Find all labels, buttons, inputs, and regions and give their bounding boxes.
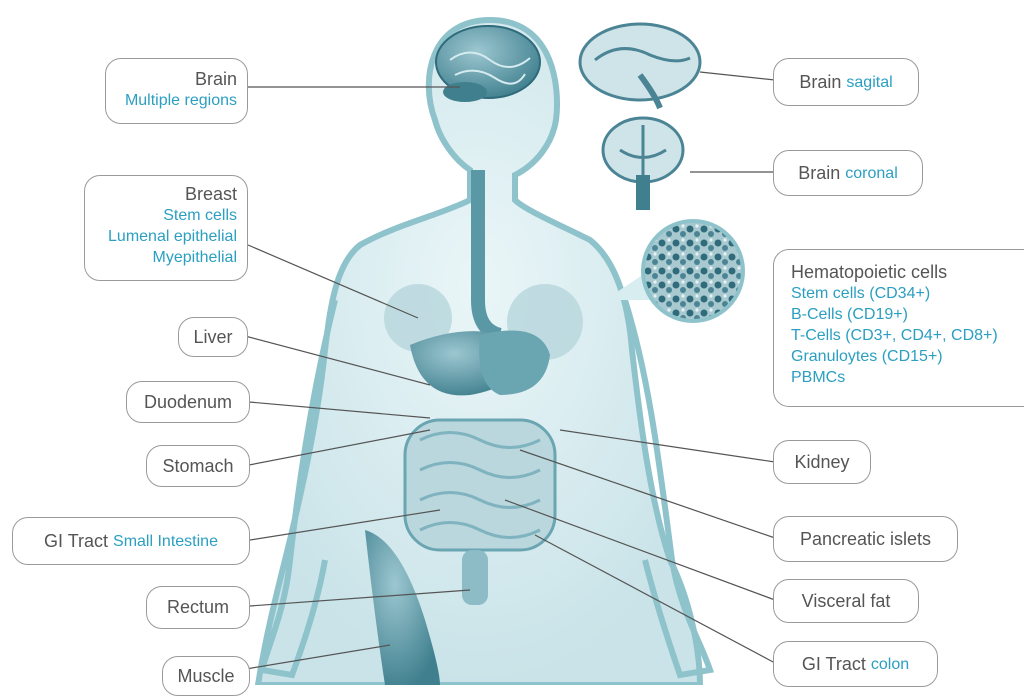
label-breast: Breast Stem cells Lumenal epithelial Mye… [84,175,248,281]
label-stomach-text: Stomach [162,456,233,477]
label-rectum-text: Rectum [167,597,229,618]
label-hematopoietic-item: PBMCs [791,367,1024,388]
label-breast-item: Myepithelial [85,247,237,268]
label-hematopoietic-item: Stem cells (CD34+) [791,283,1024,304]
label-brain-sub: Multiple regions [106,90,237,111]
label-gi-small-title: GI Tract [44,531,108,552]
label-pancreatic-islets: Pancreatic islets [773,516,958,562]
label-hematopoietic-item: T-Cells (CD3+, CD4+, CD8+) [791,325,1024,346]
label-gi-colon-sub: colon [871,654,909,675]
label-brain-sagital-sub: sagital [846,72,892,93]
label-hematopoietic-item: B-Cells (CD19+) [791,304,1024,325]
label-brain-coronal-title: Brain [798,163,840,184]
label-breast-title: Breast [85,184,237,205]
label-stomach: Stomach [146,445,250,487]
label-kidney: Kidney [773,440,871,484]
label-gi-colon-title: GI Tract [802,654,866,675]
label-breast-item: Lumenal epithelial [85,226,237,247]
label-liver-text: Liver [193,327,232,348]
label-rectum: Rectum [146,586,250,629]
label-gi-small-intestine: GI Tract Small Intestine [12,517,250,565]
label-visceral-text: Visceral fat [802,591,891,612]
brain-sagital-image [580,24,700,108]
label-duodenum: Duodenum [126,381,250,423]
label-kidney-text: Kidney [794,452,849,473]
label-hematopoietic-item: Granuloytes (CD15+) [791,346,1024,367]
label-duodenum-text: Duodenum [144,392,232,413]
label-hematopoietic-title: Hematopoietic cells [791,262,1024,283]
label-visceral-fat: Visceral fat [773,579,919,623]
label-brain-sagital: Brain sagital [773,58,919,106]
brain-coronal-image [603,118,683,210]
label-gi-small-sub: Small Intestine [113,531,218,552]
label-brain-coronal-sub: coronal [845,163,897,184]
label-breast-item: Stem cells [85,205,237,226]
label-pancreatic-text: Pancreatic islets [800,529,931,550]
label-liver: Liver [178,317,248,357]
label-muscle: Muscle [162,656,250,696]
label-brain-coronal: Brain coronal [773,150,923,196]
label-hematopoietic: Hematopoietic cells Stem cells (CD34+) B… [773,249,1024,407]
label-muscle-text: Muscle [177,666,234,687]
label-gi-colon: GI Tract colon [773,641,938,687]
label-brain-sagital-title: Brain [799,72,841,93]
label-brain: Brain Multiple regions [105,58,248,124]
label-brain-title: Brain [106,69,237,90]
